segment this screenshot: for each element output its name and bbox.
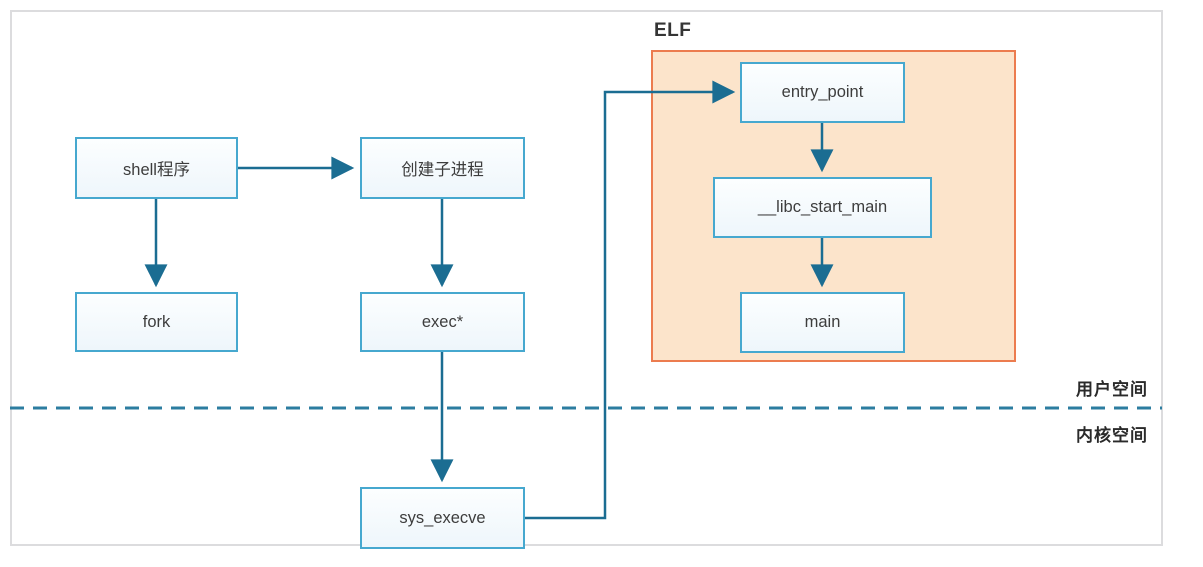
node-main: main bbox=[740, 292, 905, 353]
node-label: 创建子进程 bbox=[401, 161, 484, 179]
node-shell-program: shell程序 bbox=[75, 137, 238, 199]
node-label: entry_point bbox=[781, 83, 864, 101]
node-sys-execve: sys_execve bbox=[360, 487, 525, 549]
node-exec: exec* bbox=[360, 292, 525, 352]
node-label: fork bbox=[142, 312, 171, 331]
node-label: __libc_start_main bbox=[757, 198, 888, 216]
node-label: sys_execve bbox=[399, 508, 486, 527]
node-label: main bbox=[804, 313, 841, 331]
node-libc-start-main: __libc_start_main bbox=[713, 177, 932, 238]
kernel-space-label: 内核空间 bbox=[1076, 426, 1148, 445]
node-fork: fork bbox=[75, 292, 238, 352]
node-entry-point: entry_point bbox=[740, 62, 905, 123]
node-label: shell程序 bbox=[123, 161, 190, 179]
node-create-child-process: 创建子进程 bbox=[360, 137, 525, 199]
node-label: exec* bbox=[421, 312, 464, 331]
user-space-label: 用户空间 bbox=[1076, 380, 1148, 399]
elf-group-label: ELF bbox=[654, 20, 692, 41]
